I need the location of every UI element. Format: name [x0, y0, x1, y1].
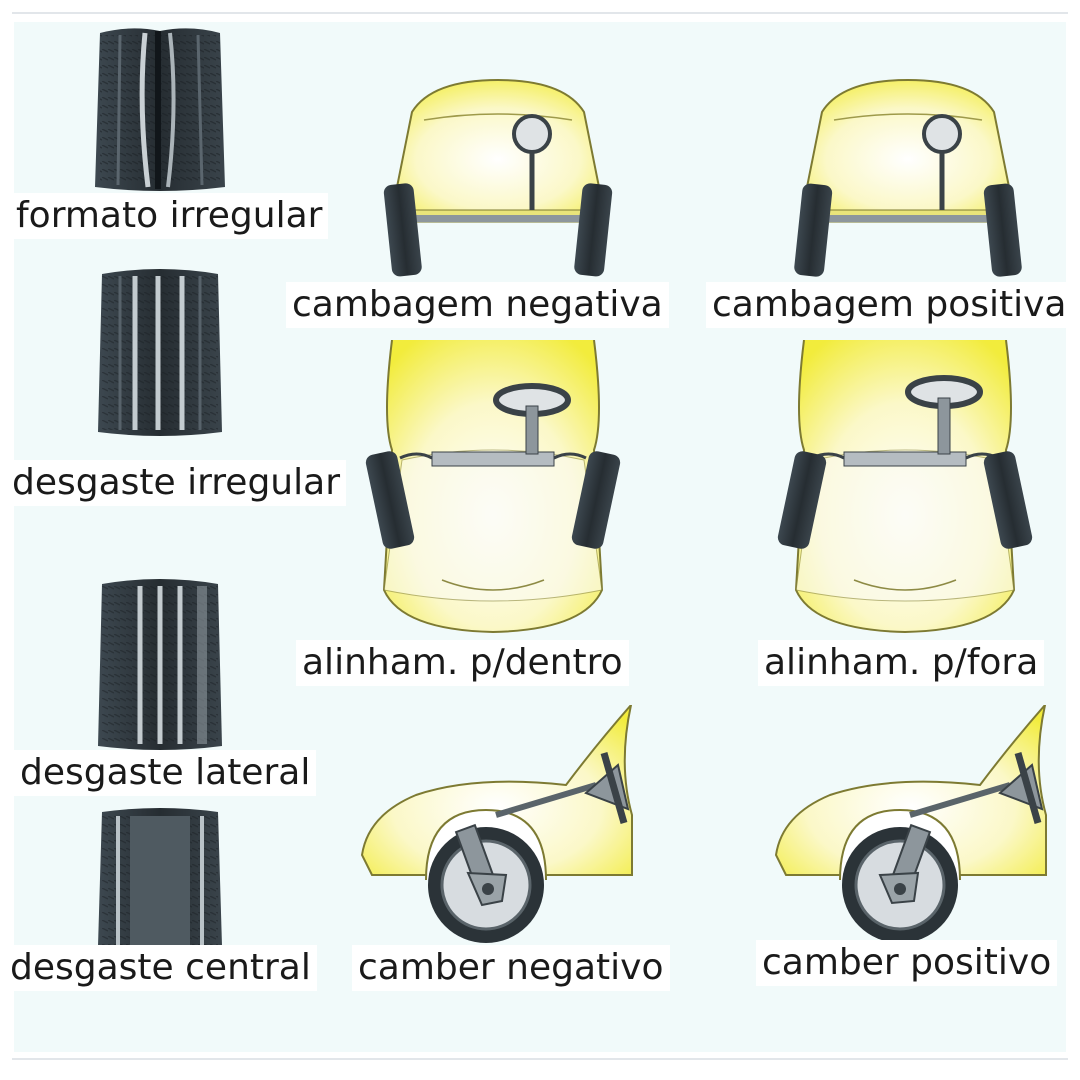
car-top-toe-out-icon: [774, 340, 1036, 640]
tire-label-irregular-wear: desgaste irregular: [6, 460, 346, 506]
alignment-label-negative-camber: cambagem negativa: [286, 282, 669, 328]
tire-label-irregular-shape: formato irregular: [10, 193, 329, 239]
car-front-positive-camber-icon: [782, 72, 1034, 277]
tire-label-center-wear: desgaste central: [4, 945, 317, 991]
car-front-negative-camber-icon: [372, 72, 624, 277]
alignment-label-positive-camber: cambagem positiva: [706, 282, 1073, 328]
car-side-positive-camber-icon: [770, 705, 1060, 950]
top-divider: [12, 12, 1068, 14]
alignment-label-positive-camber-side: camber positivo: [756, 940, 1058, 986]
tire-side-wear-icon: [90, 578, 230, 753]
car-top-toe-in-icon: [362, 340, 624, 640]
car-side-negative-camber-icon: [356, 705, 646, 950]
tire-irregular-wear-icon: [90, 268, 230, 438]
bottom-divider: [12, 1058, 1068, 1060]
tire-irregular-shape-icon: [90, 25, 230, 195]
alignment-label-negative-camber-side: camber negativo: [352, 945, 670, 991]
alignment-label-toe-in: alinham. p/dentro: [296, 640, 629, 686]
tire-label-side-wear: desgaste lateral: [14, 750, 317, 796]
tire-center-wear-icon: [90, 808, 230, 948]
alignment-label-toe-out: alinham. p/fora: [758, 640, 1045, 686]
